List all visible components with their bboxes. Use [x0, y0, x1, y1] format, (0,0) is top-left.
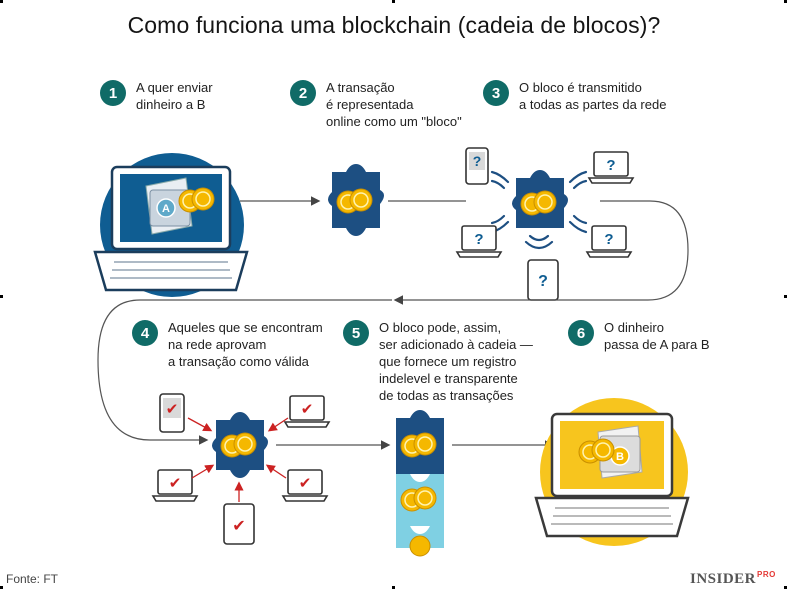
- step-1: 1 A quer enviar dinheiro a B: [100, 80, 213, 113]
- crop-mark: [392, 586, 395, 589]
- unknown-glyph: ?: [538, 273, 548, 290]
- wallet-icon: [145, 177, 215, 235]
- network-device-tablet: ?: [527, 259, 559, 301]
- step-line: de todas as transações: [379, 388, 514, 403]
- crop-mark: [784, 295, 787, 298]
- crop-mark: [392, 0, 395, 3]
- step-2: 2 A transação é representada online como…: [290, 80, 462, 130]
- step-line: O dinheiro: [604, 320, 664, 335]
- approver-tablet: ✔: [223, 503, 255, 545]
- wallet-a-label: A: [162, 203, 170, 215]
- step-3: 3 O bloco é transmitido a todas as parte…: [483, 80, 666, 113]
- step-text: A quer enviar dinheiro a B: [136, 79, 213, 113]
- check-icon: ✔: [169, 474, 182, 492]
- approval-block: [212, 412, 268, 478]
- step-6: 6 O dinheiro passa de A para B: [568, 320, 710, 353]
- transaction-block: [328, 164, 384, 236]
- page-title: Como funciona uma blockchain (cadeia de …: [127, 12, 661, 38]
- arrow-3-4-upper: [393, 200, 689, 305]
- step-line: passa de A para B: [604, 337, 710, 352]
- step-4: 4 Aqueles que se encontram na rede aprov…: [132, 320, 323, 370]
- network-device-laptop-br: ?: [586, 225, 632, 258]
- step-number: 3: [483, 80, 509, 106]
- step-line: online como um "bloco": [326, 114, 462, 129]
- step-line: ser adicionado à cadeia —: [379, 337, 533, 352]
- step-text: O bloco é transmitido a todas as partes …: [519, 79, 666, 113]
- step-line: a transação como válida: [168, 354, 309, 369]
- check-icon: ✔: [232, 516, 245, 535]
- step-line: A transação: [326, 80, 395, 95]
- network-device-laptop-bl: ?: [456, 225, 502, 258]
- wallet-b-label: B: [616, 451, 624, 463]
- brand-logo: INSIDERPRO: [690, 570, 776, 588]
- unknown-glyph: ?: [604, 231, 613, 248]
- step-line: que fornece um registro: [379, 354, 517, 369]
- crop-mark: [784, 586, 787, 589]
- brand-name: INSIDER: [690, 571, 757, 587]
- step-number: 2: [290, 80, 316, 106]
- unknown-glyph: ?: [606, 157, 615, 174]
- approver-phone: ✔: [159, 393, 185, 433]
- step-5: 5 O bloco pode, assim, ser adicionado à …: [343, 320, 533, 404]
- check-icon: ✔: [299, 474, 312, 492]
- blockchain-stack: [396, 410, 444, 557]
- arrow-3-4-lower: [97, 299, 392, 445]
- step-text: Aqueles que se encontram na rede aprovam…: [168, 319, 323, 370]
- step-line: a todas as partes da rede: [519, 97, 667, 112]
- step-number: 6: [568, 320, 594, 346]
- step-line: O bloco pode, assim,: [379, 320, 502, 335]
- check-icon: ✔: [301, 400, 314, 418]
- crop-mark: [0, 586, 3, 589]
- receiver-laptop: [534, 398, 690, 546]
- network-device-phone: ?: [465, 147, 489, 185]
- crop-mark: [0, 0, 3, 3]
- sender-laptop: [93, 153, 249, 297]
- step-number: 4: [132, 320, 158, 346]
- source-credit: Fonte: FT: [6, 572, 59, 586]
- check-icon: ✔: [166, 400, 179, 418]
- step-text: O bloco pode, assim, ser adicionado à ca…: [379, 319, 533, 404]
- step-line: Aqueles que se encontram: [168, 320, 323, 335]
- step-line: A quer enviar: [136, 80, 213, 95]
- brand-sup: PRO: [757, 570, 776, 579]
- step-line: é representada: [326, 97, 414, 112]
- crop-mark: [0, 295, 3, 298]
- crop-mark: [784, 0, 787, 3]
- step-line: dinheiro a B: [136, 97, 206, 112]
- approver-laptop-br: ✔: [282, 469, 328, 502]
- broadcast-hub: [490, 170, 588, 250]
- step-line: indelevel e transparente: [379, 371, 518, 386]
- wallet-icon: [578, 425, 643, 479]
- step-number: 1: [100, 80, 126, 106]
- step-line: O bloco é transmitido: [519, 80, 642, 95]
- step-number: 5: [343, 320, 369, 346]
- unknown-glyph: ?: [474, 231, 483, 248]
- network-device-laptop-tr: ?: [588, 151, 634, 184]
- unknown-glyph: ?: [473, 153, 482, 169]
- step-text: A transação é representada online como u…: [326, 79, 462, 130]
- step-line: na rede aprovam: [168, 337, 267, 352]
- step-text: O dinheiro passa de A para B: [604, 319, 710, 353]
- approver-laptop-bl: ✔: [152, 469, 198, 502]
- approval-arrows: [187, 417, 289, 502]
- approver-laptop-tr: ✔: [284, 395, 330, 428]
